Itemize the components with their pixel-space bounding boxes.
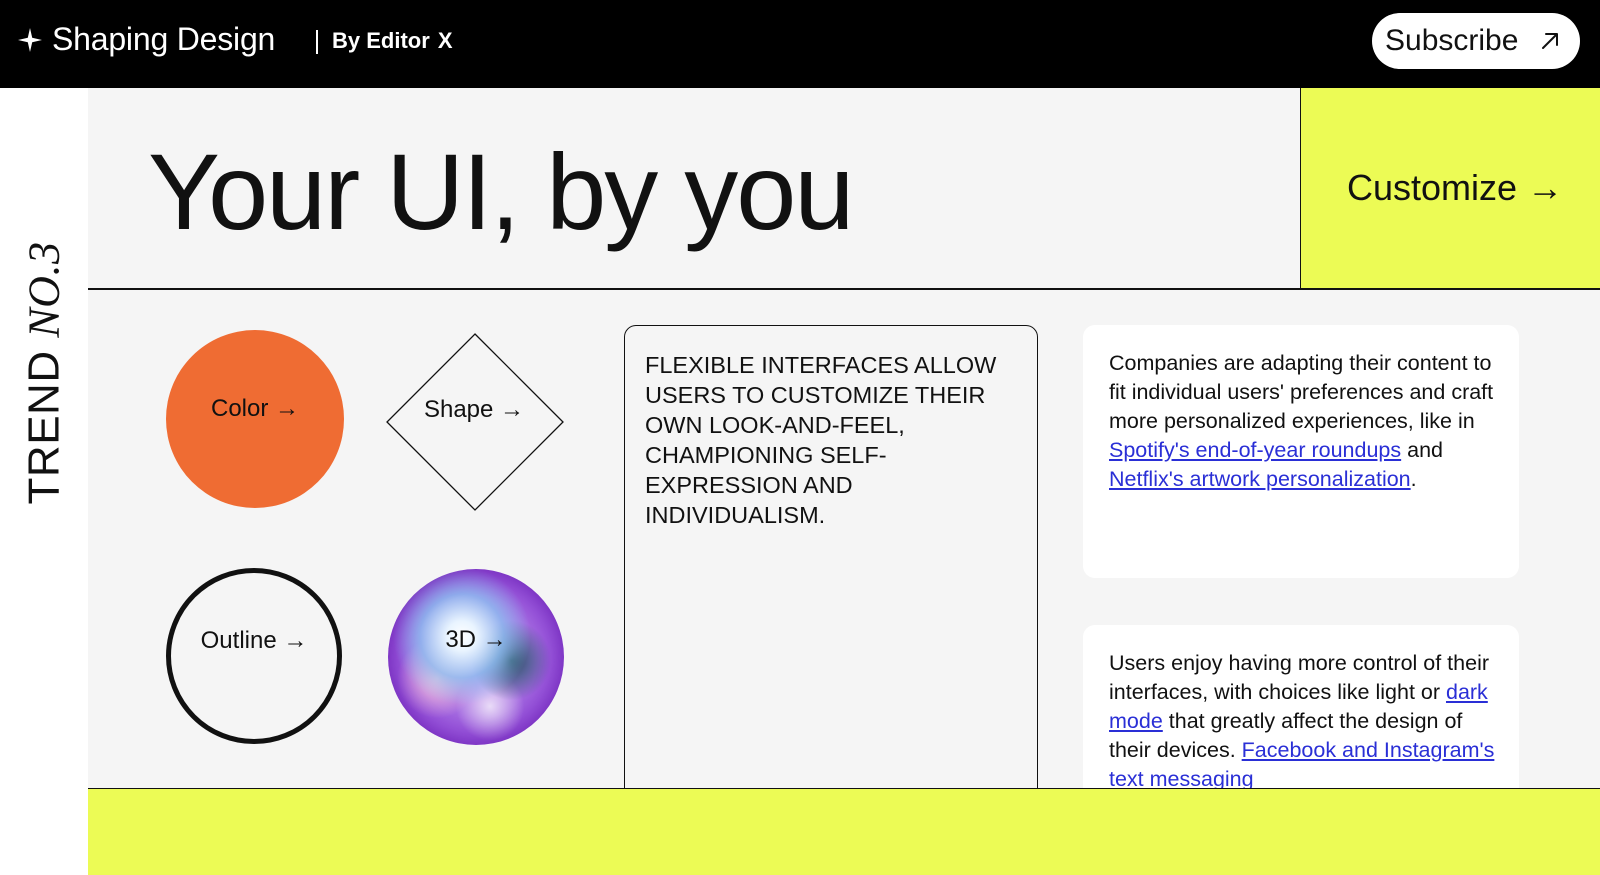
subscribe-button[interactable]: Subscribe — [1372, 13, 1580, 69]
editor-x-mark: X — [437, 28, 453, 53]
color-label: Color → — [210, 395, 300, 422]
3d-sphere-button[interactable] — [388, 569, 564, 745]
sidebar: TREND NO.3 — [0, 88, 88, 875]
info-card-personalization: Companies are adapting their content to … — [1083, 325, 1519, 578]
dark-mode-link[interactable]: dark mode — [1109, 680, 1488, 733]
card-text: . — [1410, 467, 1417, 491]
page-title: Your UI, by you — [148, 131, 854, 252]
subscribe-label: Subscribe — [1385, 24, 1519, 57]
card-paragraph: Users enjoy having more control of their… — [1109, 649, 1495, 794]
card-text: Users enjoy having more control of their… — [1109, 651, 1490, 704]
customize-label: Customize → — [1347, 167, 1564, 208]
brand-by-editor[interactable]: By Editor X — [332, 24, 453, 58]
card-text: and — [1401, 438, 1443, 462]
arrow-up-right-icon — [1542, 33, 1558, 49]
3d-label: 3D → — [445, 626, 507, 653]
brand-name[interactable]: Shaping Design — [52, 21, 276, 57]
shape-label: Shape → — [423, 396, 525, 423]
statement-card: FLEXIBLE INTERFACES ALLOW USERS TO CUSTO… — [624, 325, 1038, 805]
brand-divider — [316, 30, 318, 54]
by-editor-label: By Editor — [332, 28, 430, 53]
main-panel: Your UI, by you Customize → Color → Shap… — [88, 88, 1600, 825]
netflix-link[interactable]: Netflix's artwork personalization — [1109, 467, 1411, 491]
facebook-instagram-link[interactable]: Facebook and Instagram's text messaging — [1109, 738, 1495, 791]
outline-shape-button[interactable] — [166, 568, 342, 744]
trend-number: NO.3 — [19, 241, 69, 338]
info-card-control: Users enjoy having more control of their… — [1083, 625, 1519, 825]
bottom-divider — [88, 788, 1600, 790]
color-shape-button[interactable] — [166, 330, 344, 508]
customize-button[interactable]: Customize → — [1300, 88, 1600, 288]
trend-label: TREND NO.3 — [19, 242, 70, 505]
header-divider — [88, 288, 1600, 290]
card-text: that greatly affect the design of their … — [1109, 709, 1463, 762]
card-text: Companies are adapting their content to … — [1109, 351, 1494, 433]
statement-text: FLEXIBLE INTERFACES ALLOW USERS TO CUSTO… — [645, 352, 997, 528]
top-bar: Shaping Design By Editor X Subscribe — [0, 0, 1600, 88]
trend-word: TREND — [19, 350, 69, 505]
sparkle-logo-icon[interactable] — [18, 28, 42, 52]
shape-diamond-button[interactable] — [386, 333, 564, 511]
spotify-link[interactable]: Spotify's end-of-year roundups — [1109, 438, 1402, 462]
card-paragraph: Companies are adapting their content to … — [1109, 349, 1495, 494]
outline-label: Outline → — [200, 627, 308, 654]
bottom-accent-band — [88, 789, 1600, 875]
